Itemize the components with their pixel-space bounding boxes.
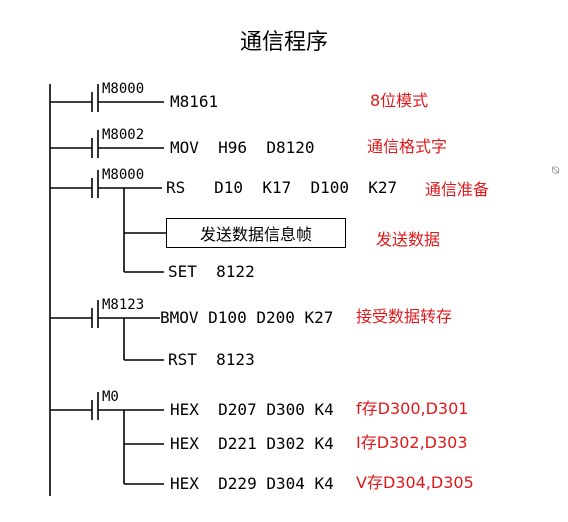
instruction-text: M8161 [170, 92, 219, 111]
contact-label: M8000 [102, 167, 145, 183]
instruction-text: HEX D229 D304 K4 [170, 474, 334, 493]
contact-label: M8002 [102, 127, 145, 143]
contact-symbol [50, 300, 164, 361]
instruction-text: HEX D207 D300 K4 [170, 400, 334, 419]
contact-symbol [50, 130, 164, 158]
comment-label: 接受数据转存 [356, 307, 453, 326]
instruction-text: RS D10 K17 D100 K27 [166, 178, 398, 197]
contact-label: M8000 [102, 81, 145, 97]
instruction-text: MOV H96 D8120 [170, 138, 315, 157]
instruction-text: BMOV D100 D200 K27 [160, 308, 334, 327]
comment-label: 8位模式 [370, 91, 429, 110]
comment-label: 发送数据 [376, 230, 441, 249]
send-frame-box: 发送数据信息帧 [166, 218, 346, 248]
comment-label: f存D300,D301 [356, 399, 469, 418]
comment-label: 通信格式字 [367, 137, 448, 156]
instruction-text: HEX D221 D302 K4 [170, 434, 334, 453]
cursor-icon: ⍉ [552, 163, 560, 177]
contact-symbol [50, 170, 166, 273]
contact-label: M8123 [102, 297, 145, 313]
instruction-text: RST 8123 [168, 350, 255, 369]
comment-label: V存D304,D305 [356, 473, 474, 492]
comment-label: 通信准备 [425, 180, 490, 199]
comment-label: I存D302,D303 [356, 433, 468, 452]
contact-symbol [50, 392, 164, 485]
instruction-text: SET 8122 [168, 262, 255, 281]
contact-label: M0 [102, 389, 119, 405]
diagram-title: 通信程序 [239, 30, 328, 55]
contact-symbol [50, 84, 164, 112]
